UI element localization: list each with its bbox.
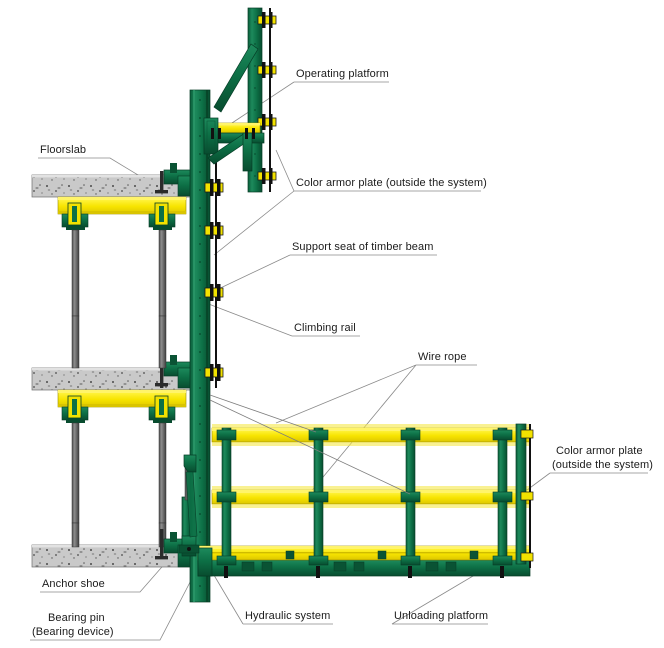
platform-post	[308, 427, 329, 578]
label-color-armor-plate-right-line1: Color armor plate	[556, 445, 643, 457]
label-operating-platform: Operating platform	[296, 68, 389, 80]
label-bearing-pin-line2: (Bearing device)	[32, 626, 114, 638]
armor-bracket	[257, 62, 277, 78]
label-color-armor-plate-right-line2: (outside the system)	[552, 459, 654, 471]
label-bearing-pin-line1: Bearing pin	[48, 612, 105, 624]
floor-assemblies	[31, 163, 195, 568]
wire-ropes	[209, 394, 411, 495]
label-support-seat-of-timber-beam: Support seat of timber beam	[292, 241, 434, 253]
prop-head	[148, 202, 176, 317]
label-anchor-shoe: Anchor shoe	[42, 578, 105, 590]
armor-bracket	[257, 12, 277, 28]
climbing-rail-mast	[189, 89, 211, 603]
label-color-armor-plate-left: Color armor plate (outside the system)	[296, 177, 487, 189]
operating-platform	[203, 7, 277, 193]
prop-head	[148, 395, 176, 524]
floor-assembly-top	[31, 163, 195, 317]
platform-post	[492, 427, 513, 578]
armor-bracket	[204, 179, 224, 196]
label-wire-rope: Wire rope	[418, 351, 467, 363]
label-hydraulic-system: Hydraulic system	[245, 610, 331, 622]
armor-bracket	[257, 168, 277, 184]
prop-head	[61, 202, 89, 317]
armor-bracket	[204, 284, 224, 301]
platform-post	[400, 427, 421, 578]
floor-assembly-middle	[31, 315, 195, 524]
armor-bracket	[204, 222, 224, 239]
hydraulic-system	[178, 454, 200, 557]
platform-post	[216, 427, 237, 578]
armor-bracket	[257, 114, 277, 130]
label-climbing-rail: Climbing rail	[294, 322, 356, 334]
unloading-platform	[197, 423, 534, 578]
color-armor-plate-left	[204, 155, 224, 388]
label-floorslab: Floorslab	[40, 144, 87, 156]
armor-bracket	[204, 364, 224, 381]
label-unloading-platform: Unloading platform	[394, 610, 489, 622]
floor-assembly-bottom	[31, 522, 195, 568]
prop-head	[61, 395, 89, 524]
